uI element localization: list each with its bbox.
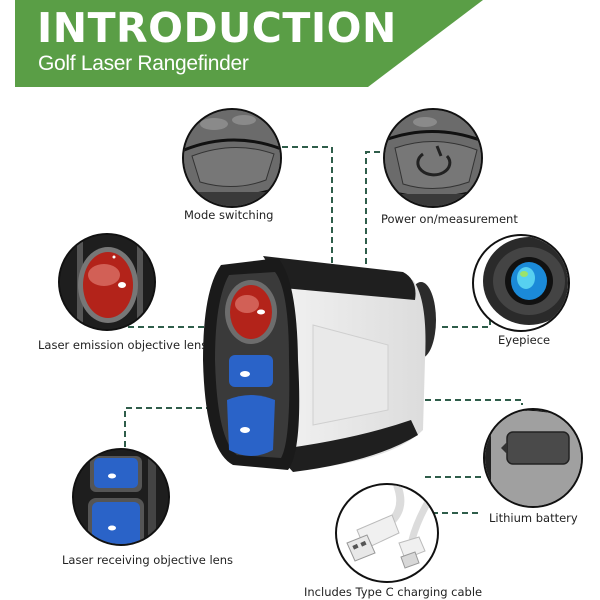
header-banner: INTRODUCTION Golf Laser Rangefinder — [15, 0, 485, 88]
emission-lens-label: Laser emission objective lens — [38, 338, 208, 352]
eyepiece-label: Eyepiece — [498, 333, 551, 347]
banner-shape — [15, 0, 483, 87]
power-button-label: Power on/measurement — [381, 212, 518, 226]
receiving-lens-label: Laser receiving objective lens — [62, 553, 234, 567]
page-subtitle: Golf Laser Rangefinder — [38, 52, 249, 75]
cable-label: Includes Type C charging cable — [304, 585, 483, 599]
eyepiece-icon — [483, 237, 568, 325]
rangefinder-icon — [203, 256, 436, 472]
mode-switch-circle — [182, 108, 282, 208]
power-button-circle — [383, 108, 483, 208]
usb-cable-icon — [346, 485, 436, 569]
receiving-lens-circle — [72, 448, 170, 546]
mode-switch-label: Mode switching — [184, 208, 274, 222]
page-title: INTRODUCTION — [37, 4, 397, 52]
power-button-icon — [385, 110, 481, 206]
eyepiece-circle — [472, 234, 570, 332]
red-lens-icon — [60, 235, 154, 329]
mode-button-icon — [184, 110, 280, 206]
battery-circle — [483, 408, 583, 508]
rangefinder-device — [193, 250, 443, 475]
cable-circle — [335, 483, 439, 583]
emission-lens-circle — [58, 233, 156, 331]
blue-lens-icon — [74, 450, 168, 544]
battery-cover-icon — [485, 410, 581, 506]
battery-label: Lithium battery — [489, 511, 578, 525]
